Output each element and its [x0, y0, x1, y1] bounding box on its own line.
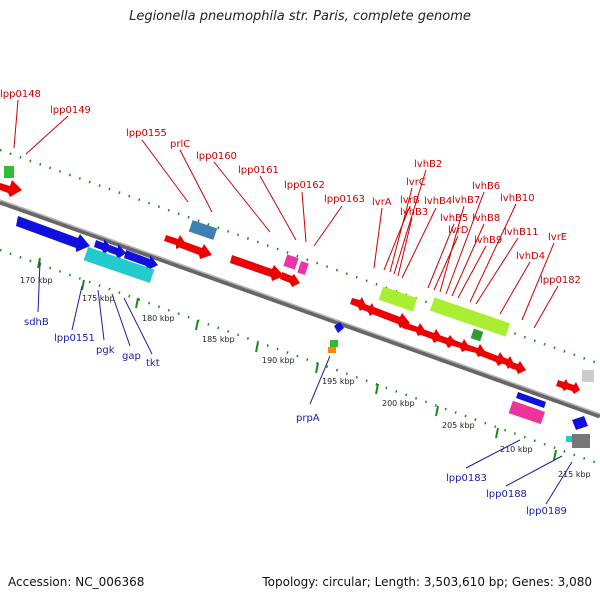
gene-label[interactable]: lpp0151: [54, 333, 95, 344]
gene-prpA[interactable]: [334, 322, 344, 333]
gene-label[interactable]: lvhB8: [472, 213, 500, 224]
gene-label[interactable]: prpA: [296, 413, 320, 424]
gene-label[interactable]: lvhB10: [500, 193, 535, 204]
gene-lpp0189[interactable]: [572, 434, 590, 448]
gene-label[interactable]: tkt: [146, 358, 160, 369]
gene-lvrB[interactable]: [360, 303, 376, 316]
bottom-leader-lines: [37, 261, 573, 505]
tick-label: 175 kbp: [82, 294, 115, 303]
gene-label[interactable]: sdhB: [24, 317, 49, 328]
gene-pgk[interactable]: [94, 239, 112, 254]
tick-label: 205 kbp: [442, 421, 475, 430]
gene-lpp0160[interactable]: [188, 220, 218, 240]
gene-tkt[interactable]: [124, 250, 158, 270]
gene-lpp0163b[interactable]: [297, 261, 309, 275]
gene-label[interactable]: lvhB5: [440, 213, 468, 224]
gene-label[interactable]: lpp0161: [238, 165, 279, 176]
gene-lpp0189b[interactable]: [566, 436, 572, 442]
gene-label[interactable]: lvhB9: [474, 235, 502, 246]
gene-label[interactable]: lvrC: [406, 177, 426, 188]
gene-label[interactable]: lpp0149: [50, 105, 91, 116]
gene-label[interactable]: lpp0189: [526, 506, 567, 517]
genome-backbone: [0, 199, 600, 419]
gene-label[interactable]: prlC: [170, 139, 190, 150]
reverse-genes: [16, 216, 590, 448]
gene-lpp0183b[interactable]: [508, 400, 546, 425]
gene-lpp0161[interactable]: [230, 255, 284, 281]
gene-label[interactable]: pgk: [96, 345, 115, 356]
gene-lvhB11[interactable]: [498, 356, 514, 369]
gene-label[interactable]: lvhB11: [504, 227, 539, 238]
gene-label[interactable]: gap: [122, 351, 141, 362]
tick-label: 195 kbp: [322, 377, 355, 386]
top-leader-lines: [13, 99, 559, 329]
gene-lvhB2-block[interactable]: [378, 286, 418, 312]
gene-label[interactable]: lvrA: [372, 197, 392, 208]
tick-label: 215 kbp: [558, 470, 591, 479]
tick-label: 185 kbp: [202, 335, 235, 344]
gene-lpp0162[interactable]: [280, 272, 300, 287]
tick-label: 190 kbp: [262, 356, 295, 365]
gene-prlC[interactable]: [178, 240, 212, 259]
tick-labels: 170 kbp 175 kbp 180 kbp 185 kbp 190 kbp …: [20, 276, 591, 479]
tick-label: 210 kbp: [500, 445, 533, 454]
gene-gap[interactable]: [108, 244, 126, 259]
gene-lpp0182[interactable]: [566, 382, 580, 394]
gene-label[interactable]: lpp0155: [126, 128, 167, 139]
gene-lpp0163[interactable]: [283, 254, 299, 270]
top-gene-labels: lpp0148 lpp0149 lpp0155 prlC lpp0160 lpp…: [0, 89, 581, 286]
gene-label[interactable]: lvhB4: [424, 196, 452, 207]
gene-label[interactable]: lvrE: [548, 232, 567, 243]
gene-lpp0148[interactable]: [4, 166, 14, 178]
forward-genes: [0, 166, 594, 394]
gene-label[interactable]: lpp0182: [540, 275, 581, 286]
gene-label[interactable]: lvrD: [448, 225, 469, 236]
gene-label[interactable]: lpp0148: [0, 89, 41, 100]
gene-label[interactable]: lvhB6: [472, 181, 500, 192]
tick-label: 200 kbp: [382, 399, 415, 408]
gene-lvhB9-mark[interactable]: [470, 328, 484, 342]
gene-label[interactable]: lpp0162: [284, 180, 325, 191]
major-ticks: [37, 257, 557, 461]
gene-label[interactable]: lpp0188: [486, 489, 527, 500]
gene-lvrC[interactable]: [372, 307, 410, 328]
gene-label[interactable]: lpp0160: [196, 151, 237, 162]
gene-lpp0182b[interactable]: [582, 370, 594, 382]
gene-label[interactable]: lvhB7: [452, 195, 480, 206]
map-title: Legionella pneumophila str. Paris, compl…: [129, 9, 471, 24]
gene-label[interactable]: lvhD4: [516, 251, 545, 262]
tick-label: 170 kbp: [20, 276, 53, 285]
gene-lvhD4[interactable]: [510, 361, 526, 374]
gene-lpp0183[interactable]: [516, 392, 546, 408]
gene-lpp0149[interactable]: [0, 180, 22, 197]
gene-prpA-b[interactable]: [330, 340, 338, 347]
gene-label[interactable]: lvhB2: [414, 159, 442, 170]
gene-label[interactable]: lpp0183: [446, 473, 487, 484]
gene-label[interactable]: lvrB: [400, 195, 420, 206]
bottom-gene-labels: sdhB lpp0151 pgk gap tkt prpA lpp0183 lp…: [24, 317, 567, 517]
gene-label[interactable]: lvhB3: [400, 207, 428, 218]
genome-summary: Topology: circular; Length: 3,503,610 bp…: [262, 575, 592, 589]
accession-text: Accession: NC_006368: [8, 575, 145, 589]
gene-prpA-c[interactable]: [328, 347, 336, 353]
gene-sdhB[interactable]: [16, 216, 90, 252]
gene-lvhB4-block[interactable]: [429, 297, 511, 337]
gene-lpp0188[interactable]: [572, 416, 588, 430]
gene-lpp0151[interactable]: [83, 246, 155, 284]
tick-label: 180 kbp: [142, 314, 175, 323]
gene-label[interactable]: lpp0163: [324, 194, 365, 205]
tick-tracks: [0, 148, 600, 466]
